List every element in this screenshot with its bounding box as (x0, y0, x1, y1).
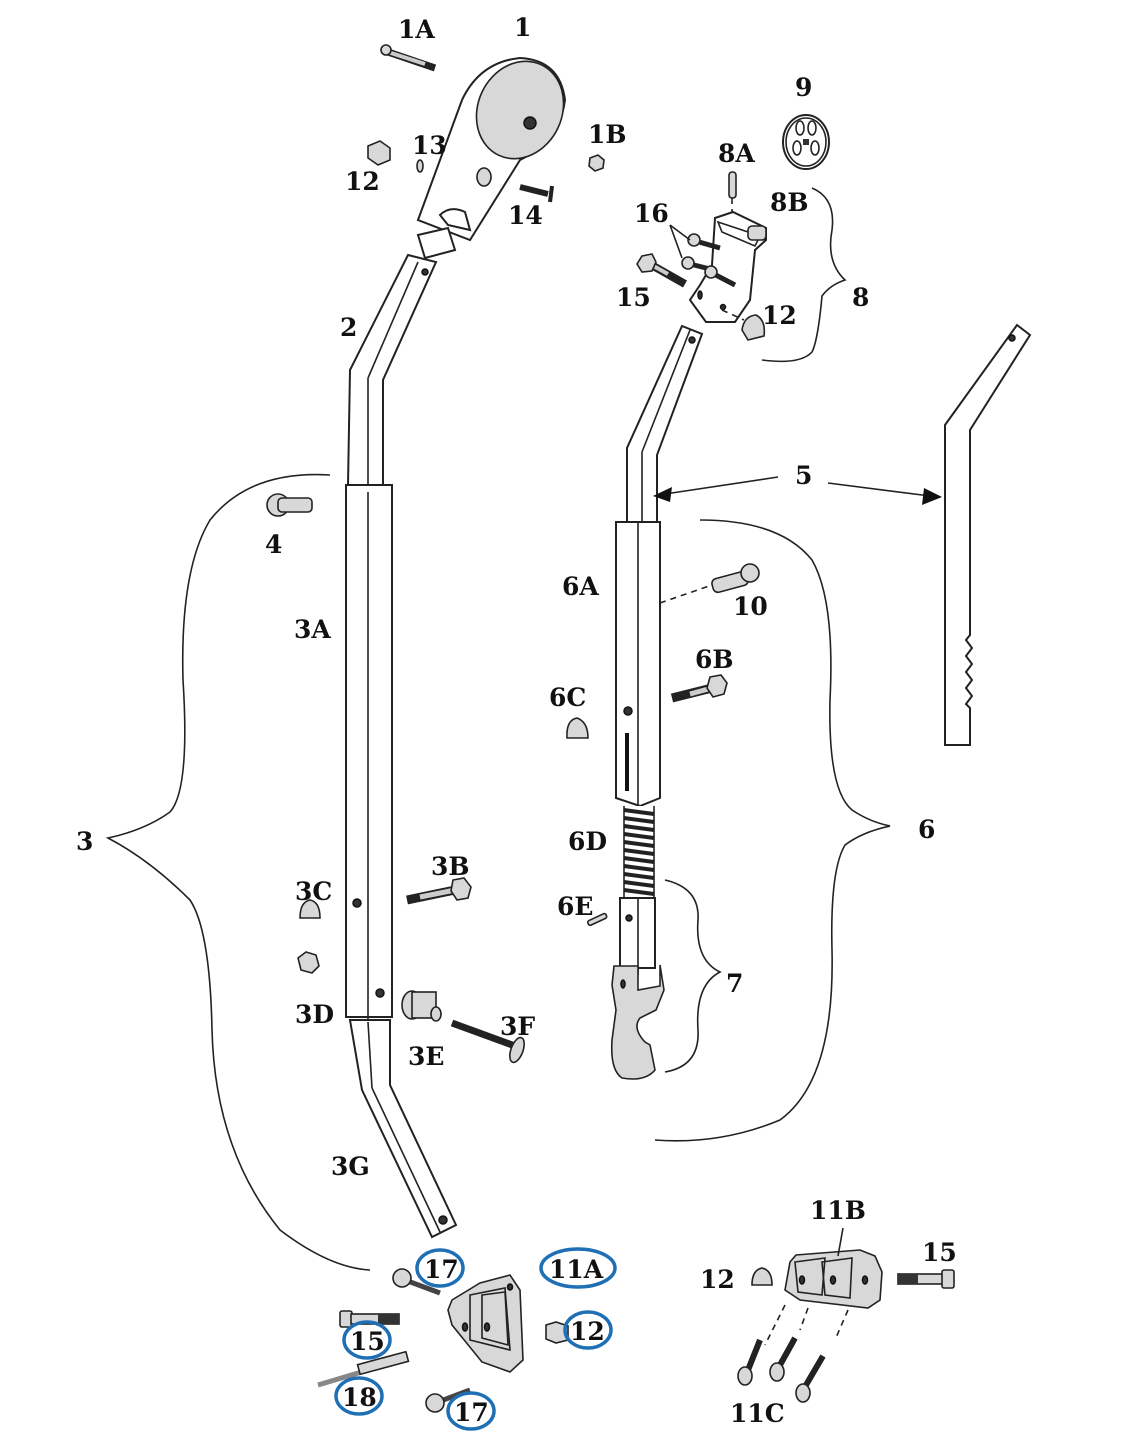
part-3F-bolt (450, 1019, 525, 1064)
label-8: 8 (852, 283, 869, 312)
label-15-bracket8: 15 (616, 283, 651, 312)
part-6B-bolt (670, 674, 728, 703)
highlight-circle (334, 1376, 384, 1416)
part-15-bolt-bracket8 (636, 253, 687, 288)
part-18-rivet (317, 1350, 410, 1388)
part-3C-cap-nut (299, 899, 321, 919)
label-7: 7 (726, 969, 743, 998)
circled-label-12-11A: 12 (563, 1310, 613, 1350)
label-6D: 6D (568, 827, 607, 856)
label-11A: 11A (549, 1255, 604, 1284)
label-6A: 6A (562, 572, 599, 601)
part-12-cap-nut-11B (751, 1267, 773, 1286)
part-1-handle-head (416, 56, 567, 260)
part-6D-spring (623, 806, 655, 898)
label-6B: 6B (695, 645, 734, 674)
label-1A: 1A (398, 15, 435, 44)
part-10-plug (711, 563, 760, 594)
part-11A-plate (447, 1274, 524, 1373)
label-16: 16 (634, 199, 669, 228)
label-12-11A: 12 (570, 1317, 605, 1346)
label-3D: 3D (295, 1000, 334, 1029)
label-10: 10 (733, 592, 768, 621)
label-11B: 11B (810, 1196, 866, 1225)
label-15-11B: 15 (922, 1238, 957, 1267)
part-11B-plate (784, 1227, 883, 1309)
label-14: 14 (508, 201, 543, 230)
brace-6 (654, 519, 891, 1142)
label-1: 1 (514, 13, 531, 42)
part-11C-screws (737, 1304, 849, 1403)
label-18: 18 (342, 1383, 377, 1412)
circled-label-15-11A: 15 (342, 1320, 392, 1360)
part-3A-lower-tube (345, 484, 393, 1020)
part-3E-spacer (401, 990, 442, 1022)
label-8B: 8B (770, 188, 809, 217)
brace-3 (105, 473, 371, 1271)
arrows-5 (653, 476, 942, 505)
part-17-screw-top (392, 1268, 441, 1296)
circled-label-17-top: 17 (415, 1248, 465, 1288)
circled-label-11A: 11A (539, 1247, 617, 1289)
part-3B-bolt (406, 877, 472, 905)
part-15-bolt-11A (339, 1310, 400, 1328)
label-3B: 3B (431, 852, 470, 881)
brace-8 (761, 187, 847, 363)
label-12-top: 12 (345, 167, 380, 196)
label-5: 5 (795, 461, 812, 490)
part-5-rack-rod (944, 323, 1032, 746)
part-12-cap-nut-bracket8 (721, 309, 766, 341)
label-17-bottom: 17 (454, 1398, 489, 1427)
part-3G-tube-end (348, 1019, 458, 1239)
label-11C: 11C (730, 1399, 785, 1428)
part-16-screws (669, 224, 737, 288)
part-15-bolt-11B (897, 1269, 955, 1289)
label-3G: 3G (331, 1152, 370, 1181)
label-3: 3 (76, 827, 93, 856)
brace-7 (664, 879, 722, 1073)
highlight-circle (563, 1310, 613, 1350)
part-6E-pin (586, 912, 608, 927)
part-6A-adjuster-tube (615, 521, 661, 808)
label-6: 6 (918, 815, 935, 844)
highlight-circle (539, 1247, 617, 1289)
part-1B-nut (588, 154, 605, 172)
circled-label-18: 18 (334, 1376, 384, 1416)
part-2-upper-tube (346, 253, 438, 486)
label-12-11B: 12 (700, 1265, 735, 1294)
part-13-washer (416, 159, 424, 173)
part-7-hook (610, 897, 665, 1080)
part-8A-pin (728, 171, 737, 215)
part-14-screw (519, 184, 554, 203)
part-9-knob (782, 114, 830, 170)
part-6C-cap-nut (566, 717, 589, 739)
dashed-line-10 (659, 584, 713, 604)
part-12-nut-top (367, 140, 391, 166)
circled-label-17-bottom: 17 (446, 1391, 496, 1431)
label-4: 4 (265, 530, 282, 559)
part-3D-nut (297, 951, 320, 974)
highlight-circle (415, 1248, 465, 1288)
label-3C: 3C (295, 877, 332, 906)
label-12-bracket8: 12 (762, 301, 797, 330)
label-2: 2 (340, 313, 357, 342)
label-6E: 6E (557, 892, 593, 921)
label-13: 13 (412, 131, 447, 160)
label-17-top: 17 (424, 1255, 459, 1284)
highlight-circle (446, 1391, 496, 1431)
part-8B-bracket (688, 210, 767, 323)
part-4-plug (266, 493, 313, 517)
highlight-circle (342, 1320, 392, 1360)
label-15-11A: 15 (350, 1327, 385, 1356)
label-6C: 6C (549, 683, 586, 712)
label-3A: 3A (294, 615, 331, 644)
label-8A: 8A (718, 139, 755, 168)
label-3E: 3E (408, 1042, 444, 1071)
label-1B: 1B (588, 120, 627, 149)
part-1A-bolt (380, 44, 437, 72)
label-9: 9 (795, 73, 812, 102)
label-3F: 3F (500, 1012, 535, 1041)
